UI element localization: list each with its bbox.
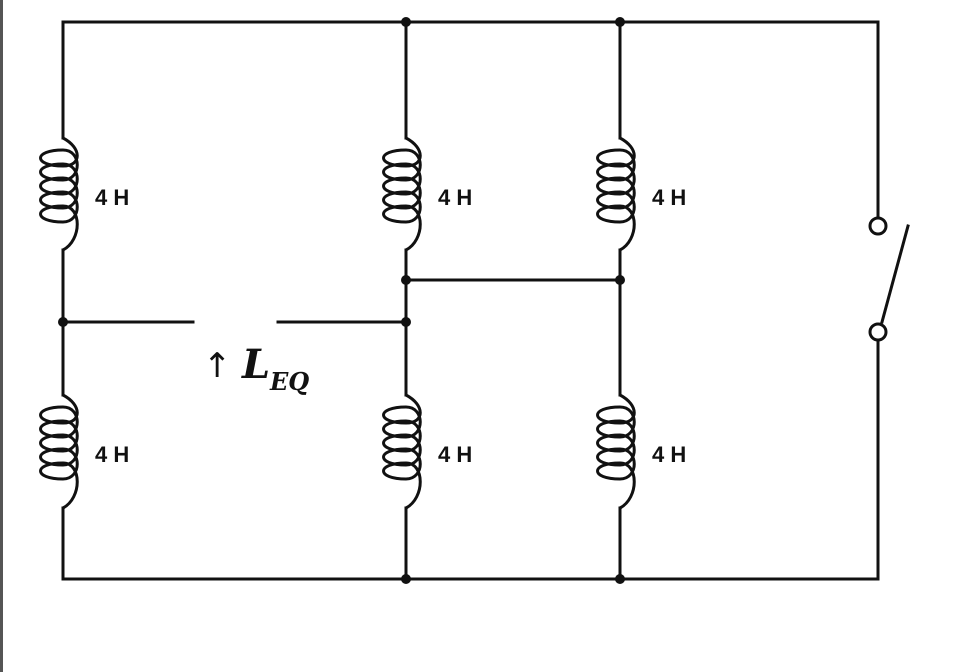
junction-dot-top-middle xyxy=(401,17,411,27)
junction-dot-cross-right xyxy=(615,275,625,285)
inductor-coil-top-left xyxy=(39,136,79,252)
junction-dot-left-terminal xyxy=(58,317,68,327)
leq-symbol: L xyxy=(241,341,270,388)
leq-arrow-icon: ↑ xyxy=(203,346,232,386)
inductor-label-top-middle: 4 H xyxy=(438,185,472,210)
junction-dot-bottom-right xyxy=(615,574,625,584)
junction-dot-cross-middle xyxy=(401,275,411,285)
inductor-label-top-right: 4 H xyxy=(652,185,686,210)
junction-dot-middle-terminal xyxy=(401,317,411,327)
leq-subscript: EQ xyxy=(269,367,309,396)
inductor-coil-bottom-left xyxy=(39,393,79,510)
inductor-label-bottom-left: 4 H xyxy=(95,442,129,467)
switch-contact-bottom xyxy=(868,322,888,342)
inductor-coil-bottom-middle xyxy=(382,393,422,510)
switch-blade xyxy=(880,224,910,324)
inductor-coil-top-middle xyxy=(382,136,422,252)
inductor-label-bottom-middle: 4 H xyxy=(438,442,472,467)
inductor-coil-top-right xyxy=(596,136,636,252)
inductor-label-top-left: 4 H xyxy=(95,185,129,210)
switch-contact-top xyxy=(868,216,888,236)
junction-dot-top-right xyxy=(615,17,625,27)
junction-dot-bottom-middle xyxy=(401,574,411,584)
inductor-label-bottom-right: 4 H xyxy=(652,442,686,467)
page-left-border xyxy=(0,0,3,672)
inductor-coil-bottom-right xyxy=(596,393,636,510)
